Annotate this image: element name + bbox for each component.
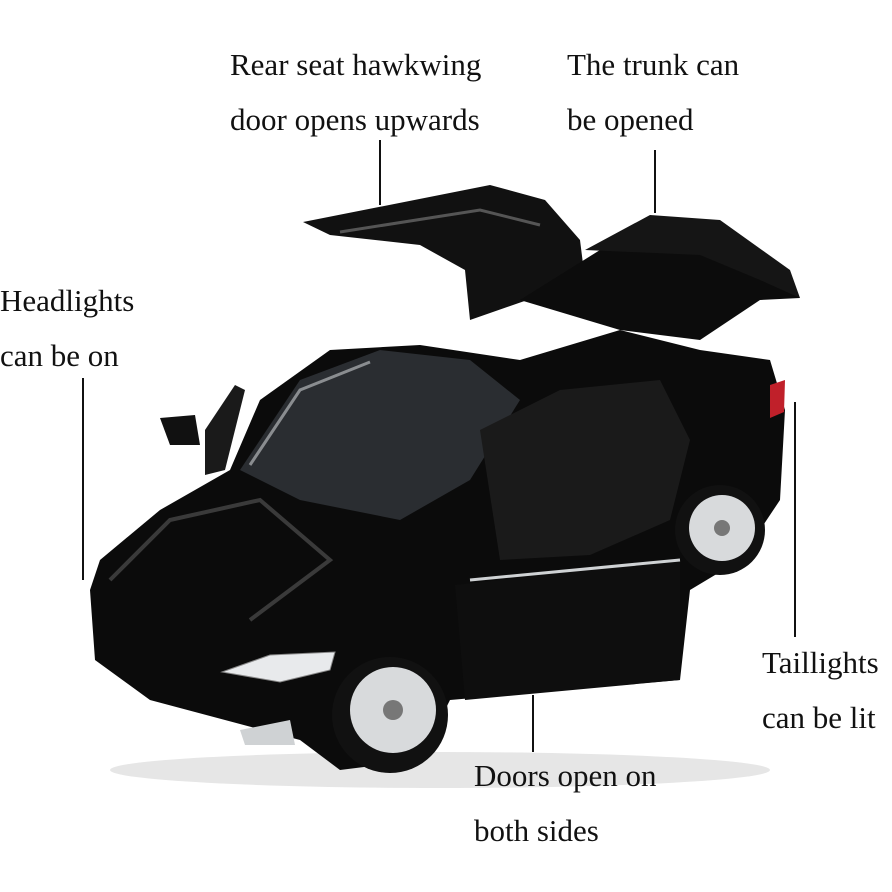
callout-headlights: Headlights can be on: [0, 273, 134, 383]
callout-doors-line1: Doors open on: [474, 758, 657, 793]
trunk-leader-line: [654, 150, 656, 213]
headlights-leader-line: [82, 378, 84, 580]
callout-hawkwing: Rear seat hawkwing door opens upwards: [230, 37, 481, 147]
callout-trunk-line1: The trunk can: [567, 47, 740, 82]
callout-taillights: Taillights can be lit: [762, 635, 879, 745]
front-wheel: [332, 657, 448, 773]
callout-hawkwing-line2: door opens upwards: [230, 102, 480, 137]
callout-trunk-line2: be opened: [567, 102, 694, 137]
callout-trunk: The trunk can be opened: [567, 37, 739, 147]
doors-leader-line: [532, 695, 534, 752]
callout-taillights-line1: Taillights: [762, 645, 879, 680]
callout-doors: Doors open on both sides: [474, 748, 657, 858]
callout-headlights-line1: Headlights: [0, 283, 135, 318]
rear-wheel: [675, 485, 765, 575]
callout-hawkwing-line1: Rear seat hawkwing: [230, 47, 482, 82]
callout-doors-line2: both sides: [474, 813, 599, 848]
hawkwing-leader-line: [379, 140, 381, 205]
front-door: [455, 560, 680, 700]
callout-headlights-line2: can be on: [0, 338, 119, 373]
callout-taillights-line2: can be lit: [762, 700, 876, 735]
trunk-lid: [520, 245, 800, 340]
headlight: [220, 651, 336, 683]
taillight: [770, 380, 785, 418]
taillights-leader-line: [794, 402, 796, 637]
windshield: [240, 350, 520, 520]
